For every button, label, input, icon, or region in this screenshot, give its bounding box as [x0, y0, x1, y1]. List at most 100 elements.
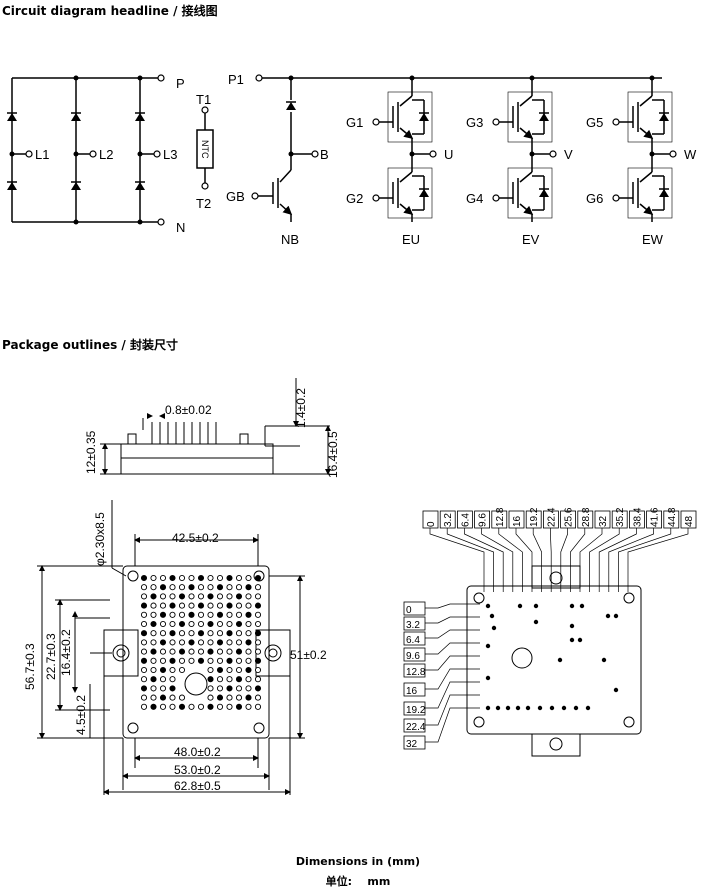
pin-position [254, 648, 262, 655]
pin-position [216, 676, 224, 683]
package-top-view [37, 500, 305, 795]
pin-position [216, 657, 224, 664]
svg-text:22.4: 22.4 [406, 722, 426, 733]
pin-position [150, 630, 157, 637]
svg-text:22.4: 22.4 [546, 507, 557, 527]
pin-position [150, 666, 157, 674]
pin-position [216, 630, 224, 637]
pin-position [140, 611, 148, 618]
row-scale-0: 0 [403, 601, 480, 616]
pinout-pin [577, 637, 583, 643]
pin-position [178, 657, 186, 664]
pin-position [159, 676, 167, 683]
column-scale-13: 41.6 [608, 507, 662, 592]
pin-position [254, 694, 262, 701]
pin-position [207, 694, 214, 701]
pin-position [169, 694, 176, 701]
svg-text:12.8: 12.8 [495, 507, 506, 527]
pin-position [188, 648, 195, 655]
pin-position [140, 620, 148, 628]
dc-bus [262, 77, 662, 170]
pin-position [178, 648, 186, 655]
pin-position [159, 602, 167, 609]
pin-position [235, 602, 243, 609]
pin-position [178, 574, 186, 582]
ntc-thermistor: NTC [196, 106, 214, 190]
pin-position [140, 666, 148, 674]
dim-height-b: 16.4±0.2 [59, 629, 73, 676]
pinout-pin [569, 603, 575, 609]
label-nb: NB [281, 232, 299, 247]
pin-position [159, 694, 167, 701]
label-phase-ev: EV [522, 232, 540, 247]
pin-position [197, 602, 205, 609]
column-scale-2: 6.4 [456, 510, 504, 592]
pin-position [235, 611, 243, 618]
pinout-pin [573, 705, 579, 711]
dim-pin-pitch: 0.8±0.02 [165, 403, 212, 417]
pin-position [254, 676, 262, 683]
pin-position [150, 574, 157, 582]
pin-position [235, 703, 243, 710]
pinout-pin [569, 637, 575, 643]
brake-diode [285, 101, 297, 111]
svg-text:3.2: 3.2 [406, 620, 420, 631]
pin-position [188, 584, 195, 591]
rectifier-terminals [25, 74, 165, 226]
svg-text:32: 32 [406, 739, 418, 750]
pin-position [150, 620, 157, 628]
pin-position [216, 593, 224, 600]
pin-position [159, 584, 167, 591]
pinout-pin [525, 705, 531, 711]
label-gate-g1: G1 [346, 115, 363, 130]
pin-position [207, 620, 214, 628]
pin-position [159, 639, 167, 646]
pin-position [216, 611, 224, 618]
row-scale-5: 16 [403, 668, 480, 697]
rectifier-diodes [6, 75, 146, 225]
pinout-pin [557, 657, 563, 663]
pin-position [197, 593, 205, 600]
dim-w2: 53.0±0.2 [174, 763, 221, 777]
label-l3: L3 [163, 147, 177, 162]
pin-position [235, 630, 243, 637]
pin-position [226, 620, 233, 628]
svg-text:28.8: 28.8 [581, 507, 592, 527]
row-scale-7: 22.4 [403, 694, 480, 733]
pin-position [140, 584, 148, 591]
pin-position [159, 666, 167, 674]
column-scale-3: 9.6 [474, 510, 514, 592]
pin-position [178, 639, 186, 646]
row-scale-6: 19.2 [403, 681, 480, 716]
label-gate-g5: G5 [586, 115, 603, 130]
pin-position [150, 593, 157, 600]
pin-position [169, 584, 176, 591]
dim-right-height: 51±0.2 [290, 648, 327, 662]
pin-position [140, 657, 148, 664]
pin-position [226, 648, 233, 655]
row-scale-8: 32 [403, 707, 480, 750]
label-output-w: W [684, 147, 697, 162]
pin-position [150, 657, 157, 664]
rectifier-bridge [11, 77, 158, 223]
pin-position [150, 639, 157, 646]
pin-position [245, 611, 252, 618]
pin-position [235, 685, 243, 692]
pinout-pin [561, 705, 567, 711]
pin-position [245, 657, 252, 664]
pin-position [235, 593, 243, 600]
pinout-pin [517, 603, 523, 609]
pin-position [207, 666, 214, 674]
package-pin-grid [140, 574, 262, 710]
pin-position [207, 685, 214, 692]
pin-position [235, 620, 243, 628]
column-scale-4: 12.8 [491, 507, 523, 592]
pin-position [178, 630, 186, 637]
svg-text:41.6: 41.6 [650, 507, 661, 527]
dimensions-en: Dimensions in (mm) [295, 855, 421, 868]
pin-position [216, 648, 224, 655]
pin-position [235, 584, 243, 591]
column-scale-8: 25.6 [560, 507, 576, 592]
